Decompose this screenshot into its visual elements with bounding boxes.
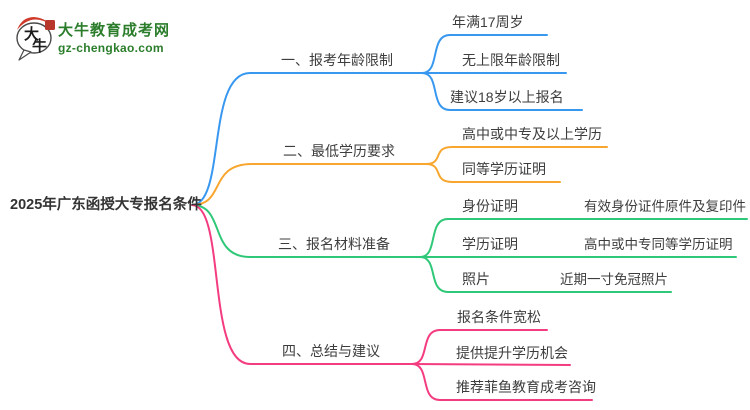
branch1-links — [191, 34, 583, 206]
branch4-child2-node: 提供提升学历机会 — [456, 345, 568, 361]
branch3-child3-detail-node: 近期一寸免冠照片 — [560, 272, 668, 287]
branch1-child1-node: 年满17周岁 — [452, 14, 524, 30]
daniu-logo-icon: 大 牛 — [16, 17, 55, 61]
branch2-links — [191, 146, 608, 206]
branch4-child1-node: 报名条件宽松 — [457, 309, 541, 325]
branch3-links — [191, 204, 748, 293]
branch3-node: 三、报名材料准备 — [278, 236, 390, 252]
branch3-child2-detail-node: 高中或中专同等学历证明 — [584, 237, 733, 252]
branch3-child1-node: 身份证明 — [462, 198, 518, 214]
logo-char-top: 大 — [24, 25, 39, 43]
branch3-child3-node: 照片 — [462, 271, 490, 287]
branch2-child1-node: 高中或中专及以上学历 — [462, 126, 602, 142]
branch2-node: 二、最低学历要求 — [283, 143, 395, 159]
branch1-child2-node: 无上限年龄限制 — [462, 52, 560, 68]
site-logo[interactable]: 大 牛 大牛教育成考网 gz-chengkao.com — [12, 6, 312, 62]
branch4-node: 四、总结与建议 — [282, 343, 380, 359]
branch2-child2-node: 同等学历证明 — [462, 161, 546, 177]
site-name: 大牛教育成考网 — [58, 22, 171, 39]
branch4-links — [191, 204, 593, 401]
branch3-child2-node: 学历证明 — [462, 236, 518, 252]
root-node: 2025年广东函授大专报名条件 — [10, 197, 202, 213]
logo-char-bottom: 牛 — [32, 37, 47, 55]
branch1-child3-node: 建议18岁以上报名 — [450, 89, 564, 105]
branch4-child3-node: 推荐菲鱼教育成考咨询 — [456, 379, 596, 395]
branch3-child1-detail-node: 有效身份证件原件及复印件 — [584, 199, 746, 214]
site-domain: gz-chengkao.com — [58, 41, 164, 55]
branch1-node: 一、报考年龄限制 — [281, 52, 393, 68]
